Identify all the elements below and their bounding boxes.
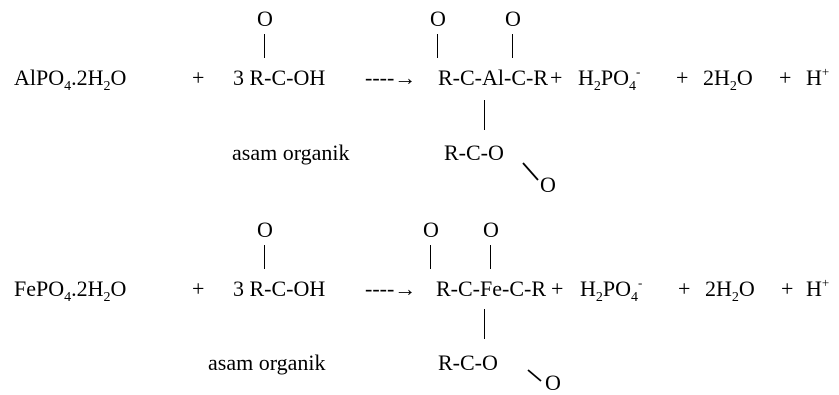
branch-double-bond-2 (527, 369, 542, 382)
branch-carbonyl-oxygen: O (540, 172, 556, 197)
reaction-arrow: ----→ (365, 65, 417, 90)
acid-double-bond (264, 245, 266, 269)
product-double-bond-2 (512, 34, 514, 58)
organic-acid: 3 R-C-OH (233, 276, 326, 301)
proton: H+ (806, 64, 830, 90)
product-chain: R-C-Fe-C-R (436, 276, 546, 301)
organic-acid-label: asam organik (232, 140, 350, 165)
acid-double-bond (264, 34, 266, 58)
plus-sign: + (678, 276, 691, 301)
plus-sign: + (192, 276, 205, 301)
plus-sign: + (781, 276, 794, 301)
dihydrogen-phosphate: H2PO4- (578, 64, 641, 94)
water: 2H2O (703, 65, 753, 94)
product-double-bond-2 (490, 245, 492, 269)
product-carbonyl-oxygen-1: O (430, 6, 446, 31)
product-carbonyl-oxygen-2: O (483, 217, 499, 242)
metal-branch-bond (484, 309, 486, 339)
product-double-bond-1 (437, 34, 439, 58)
branch-carbonyl-oxygen: O (545, 370, 561, 395)
metal-branch-bond (484, 100, 486, 130)
product-double-bond-1 (430, 245, 432, 269)
reactant-fepo4: FePO4.2H2O (14, 276, 127, 305)
plus-sign: + (779, 65, 792, 90)
plus-sign: + (551, 276, 564, 301)
reaction-arrow: ----→ (365, 276, 417, 301)
proton: H+ (806, 275, 830, 301)
dihydrogen-phosphate: H2PO4- (580, 275, 643, 305)
organic-acid: 3 R-C-OH (233, 65, 326, 90)
branch-carboxylate: R-C-O (444, 140, 504, 165)
reactant-alpo4: AlPO4.2H2O (14, 65, 127, 94)
plus-sign: + (676, 65, 689, 90)
water: 2H2O (705, 276, 755, 305)
product-carbonyl-oxygen-1: O (423, 217, 439, 242)
branch-double-bond-1 (522, 162, 539, 181)
organic-acid-label: asam organik (208, 350, 326, 375)
product-carbonyl-oxygen-2: O (505, 6, 521, 31)
branch-carboxylate: R-C-O (438, 350, 498, 375)
product-chain: R-C-Al-C-R (438, 65, 548, 90)
acid-carbonyl-oxygen: O (257, 6, 273, 31)
acid-carbonyl-oxygen: O (257, 217, 273, 242)
plus-sign: + (550, 65, 563, 90)
plus-sign: + (192, 65, 205, 90)
